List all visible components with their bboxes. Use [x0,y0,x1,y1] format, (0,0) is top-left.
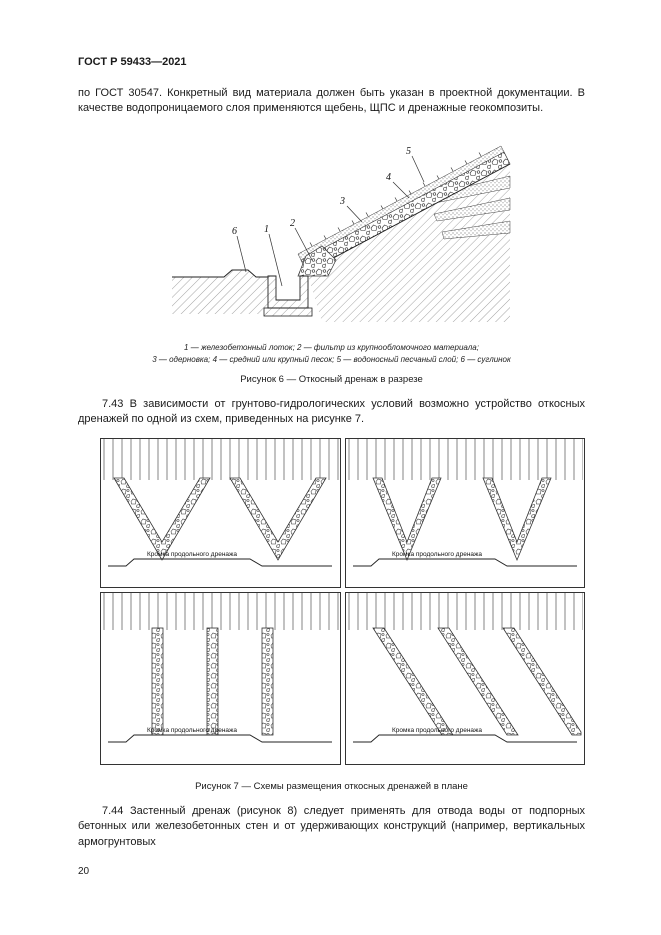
slope-face-line [306,163,511,273]
longitudinal-drain-edge-line [353,734,577,743]
longitudinal-drain-edge-line [108,734,332,743]
vertical-drain-3 [261,627,274,736]
slope-crest-hatch [102,439,339,480]
edge-label: Кромка продольного дренажа [392,551,482,558]
figure6-drawing: 6 1 2 3 4 5 [172,136,522,340]
chevron-drain-1 [372,477,442,562]
diagonal-drain-3 [502,627,582,736]
turf-ticks [309,152,482,247]
callout-leaders [236,155,425,287]
callout-3: 3 [339,196,345,207]
longitudinal-drain-edge-line [353,558,577,567]
chevron-drain-1 [113,477,211,561]
callout-4: 4 [386,172,391,183]
hill-section [307,164,510,322]
paragraph-7-44: 7.44 Застенный дренаж (рисунок 8) следуе… [78,805,585,848]
vertical-drain-1 [151,627,164,736]
page-number: 20 [78,866,90,877]
figure7-panel-chevron-narrow: Кромка продольного дренажа [345,438,585,588]
slope-crest-hatch [347,439,583,480]
chevron-drain-2 [229,477,327,561]
paragraph-intro: по ГОСТ 30547. Конкретный вид материала … [78,87,585,115]
edge-label: Кромка продольного дренажа [147,727,237,734]
diagonal-drain-2 [437,627,519,736]
callout-5: 5 [406,146,411,157]
figure6-legend-line2: 3 — одерновка; 4 — средний или крупный п… [152,355,511,365]
figure7-panel-diagonal: Кромка продольного дренажа [345,592,585,765]
coarse-filter-pile [297,245,337,277]
callout-2: 2 [290,218,295,229]
figure6-svg: 6 1 2 3 4 5 [172,145,511,322]
concrete-trough [267,275,309,309]
figure6-caption: Рисунок 6 — Откосный дренаж в разрезе [240,374,423,385]
chevron-drain-2 [482,477,552,562]
figure7-caption: Рисунок 7 — Схемы размещения откосных др… [195,781,468,792]
figure7-panel-vertical: Кромка продольного дренажа [100,592,341,765]
edge-label: Кромка продольного дренажа [392,727,482,734]
longitudinal-drain-edge-line [108,558,332,567]
ground-surface-line [172,269,268,278]
callout-6: 6 [232,226,237,237]
figure6-legend-line1: 1 — железобетонный лоток; 2 — фильтр из … [184,343,479,352]
edge-label: Кромка продольного дренажа [147,551,237,558]
callout-1: 1 [264,224,269,235]
slope-sand-layer [297,145,505,261]
slope-crest-hatch [102,593,339,630]
paragraph-7-43: 7.43 В зависимости от грунтово-гидрологи… [78,398,585,426]
vertical-drain-2 [206,627,219,736]
document-header: ГОСТ Р 59433—2021 [78,56,187,68]
left-ground-section [172,270,268,314]
trough-base-slab [263,307,313,317]
slope-crest-hatch [347,593,583,630]
figure6-legend: 1 — железобетонный лоток; 2 — фильтр из … [78,342,585,367]
figure7-panel-chevron-wide: Кромка продольного дренажа [100,438,341,588]
